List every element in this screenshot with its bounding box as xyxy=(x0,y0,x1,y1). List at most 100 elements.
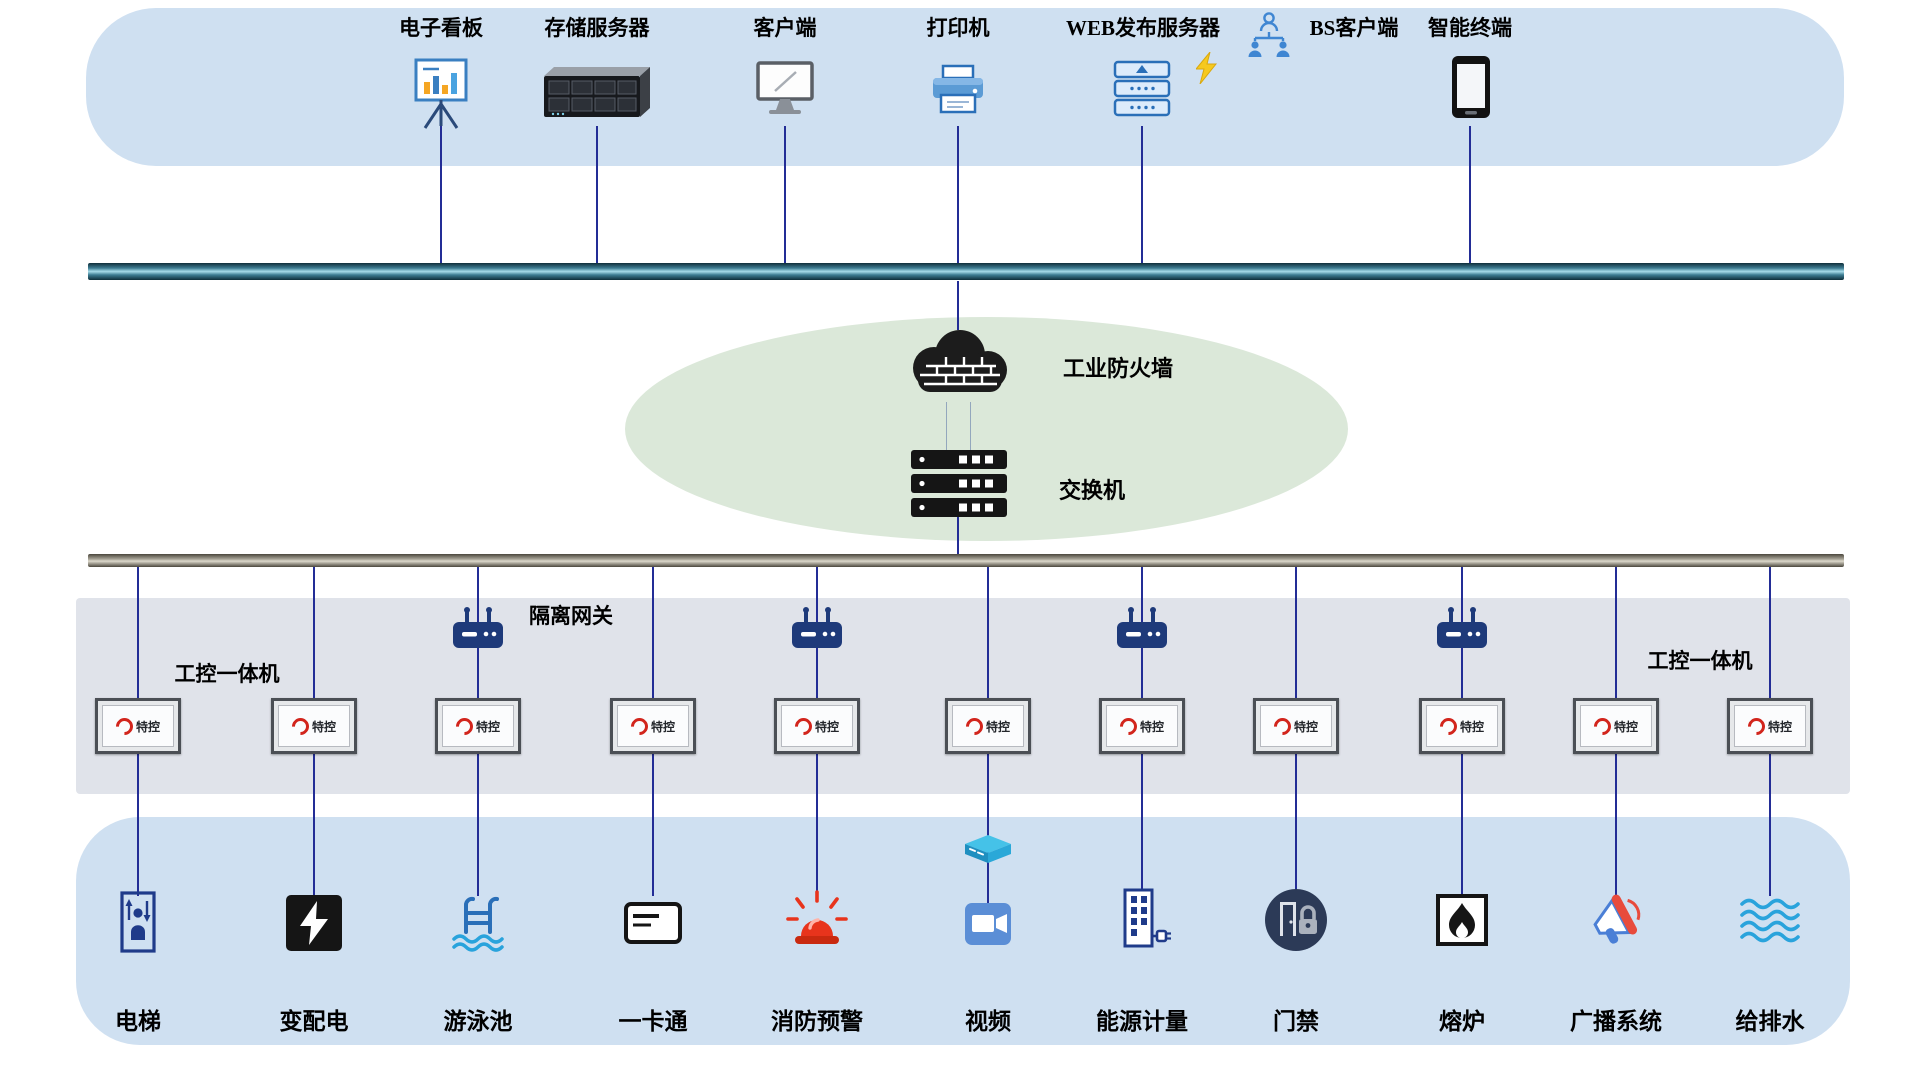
ipc-monitor: 特控 xyxy=(1253,698,1339,754)
ipc-monitor: 特控 xyxy=(1099,698,1185,754)
connector-line xyxy=(1295,567,1297,698)
techcon-logo-icon xyxy=(962,713,987,739)
control-layer-band xyxy=(76,598,1850,794)
fire-alarm-icon xyxy=(786,890,848,944)
techcon-logo-icon xyxy=(1744,713,1769,739)
network-switch-icon xyxy=(965,835,1011,863)
ipc-monitor: 特控 xyxy=(435,698,521,754)
techcon-logo-icon xyxy=(1270,713,1295,739)
techcon-logo-text: 特控 xyxy=(1767,719,1792,734)
techcon-logo-text: 特控 xyxy=(1459,719,1484,734)
system-label-pool: 游泳池 xyxy=(443,1009,513,1034)
device-label-printer: 打印机 xyxy=(926,16,990,40)
device-label-web-server: WEB发布服务器 xyxy=(1065,16,1221,40)
ipc-monitor: 特控 xyxy=(945,698,1031,754)
connector-line xyxy=(987,567,989,698)
isolation-gateway-icon xyxy=(1437,607,1487,648)
connector-line xyxy=(137,754,139,896)
techcon-logo-icon xyxy=(112,713,137,739)
connector-line xyxy=(1469,126,1471,265)
water-waves-icon xyxy=(1740,898,1800,943)
techcon-logo-text: 特控 xyxy=(475,719,500,734)
ipc-monitor: 特控 xyxy=(1727,698,1813,754)
connector-line xyxy=(1769,567,1771,698)
isolation-gateway-icon xyxy=(792,607,842,648)
connector-line xyxy=(957,126,959,265)
tablet-icon xyxy=(1452,56,1490,118)
elevator-icon xyxy=(120,891,156,953)
techcon-logo-icon xyxy=(1590,713,1615,739)
client-monitor-icon xyxy=(756,61,814,114)
connector-line xyxy=(816,754,818,896)
ipc-screen: 特控 xyxy=(1106,705,1178,747)
gateway-label: 隔离网关 xyxy=(529,604,613,628)
video-camera-icon xyxy=(965,903,1011,945)
ipc-screen: 特控 xyxy=(442,705,514,747)
ipc-screen: 特控 xyxy=(1734,705,1806,747)
techcon-logo-icon xyxy=(1116,713,1141,739)
connector-line xyxy=(1141,754,1143,896)
connector-line xyxy=(477,754,479,896)
energy-meter-icon xyxy=(1123,888,1171,948)
firewall-cloud-icon xyxy=(913,330,1007,392)
connector-line xyxy=(313,567,315,698)
system-label-video: 视频 xyxy=(965,1009,1011,1034)
connector-line xyxy=(313,754,315,896)
connector-line xyxy=(987,754,989,906)
ipc-monitor: 特控 xyxy=(95,698,181,754)
connector-line xyxy=(1141,126,1143,265)
isolation-gateway-icon xyxy=(1117,607,1167,648)
techcon-logo-text: 特控 xyxy=(135,719,160,734)
kanban-board-icon xyxy=(414,58,468,129)
device-label-client: 客户端 xyxy=(753,16,817,40)
furnace-icon xyxy=(1436,894,1488,946)
connector-line xyxy=(957,516,959,556)
system-label-card: 一卡通 xyxy=(618,1009,688,1034)
techcon-logo-text: 特控 xyxy=(1139,719,1164,734)
ipc-monitor: 特控 xyxy=(610,698,696,754)
system-label-energy: 能源计量 xyxy=(1096,1009,1188,1034)
system-label-water: 给排水 xyxy=(1735,1009,1805,1034)
techcon-logo-text: 特控 xyxy=(1293,719,1318,734)
connector-line xyxy=(946,402,947,450)
broadcast-icon xyxy=(1593,894,1641,944)
device-label-bs-client: BS客户端 xyxy=(1309,16,1399,40)
system-label-elevator: 电梯 xyxy=(115,1009,161,1034)
ipc-screen: 特控 xyxy=(1260,705,1332,747)
techcon-logo-text: 特控 xyxy=(814,719,839,734)
power-distribution-icon xyxy=(286,895,342,951)
system-label-power: 变配电 xyxy=(279,1009,349,1034)
connector-line xyxy=(1769,754,1771,896)
connector-line xyxy=(137,567,139,698)
connector-line xyxy=(652,567,654,698)
bs-client-icon xyxy=(1248,12,1290,57)
office-network-bus xyxy=(88,263,1844,280)
techcon-logo-icon xyxy=(288,713,313,739)
ipc-screen: 特控 xyxy=(781,705,853,747)
web-server-icon xyxy=(1113,60,1171,117)
firewall-label: 工业防火墙 xyxy=(1062,356,1174,381)
ipc-screen: 特控 xyxy=(102,705,174,747)
ipc-label-right: 工控一体机 xyxy=(1647,649,1753,673)
techcon-logo-text: 特控 xyxy=(311,719,336,734)
ethernet-switch-icon xyxy=(911,450,1007,517)
techcon-logo-icon xyxy=(627,713,652,739)
lightning-icon xyxy=(1196,52,1218,84)
ipc-screen: 特控 xyxy=(278,705,350,747)
connector-line xyxy=(1615,754,1617,896)
swimming-pool-icon xyxy=(452,896,504,952)
ipc-screen: 特控 xyxy=(1426,705,1498,747)
techcon-logo-icon xyxy=(1436,713,1461,739)
ipc-screen: 特控 xyxy=(1580,705,1652,747)
techcon-logo-text: 特控 xyxy=(1613,719,1638,734)
storage-server-icon xyxy=(544,67,650,117)
connector-line xyxy=(440,126,442,265)
ipc-screen: 特控 xyxy=(617,705,689,747)
isolation-gateway-icon xyxy=(453,607,503,648)
connector-line xyxy=(957,281,959,330)
field-systems-panel xyxy=(76,817,1850,1045)
connector-line xyxy=(596,126,598,265)
ipc-monitor: 特控 xyxy=(774,698,860,754)
system-label-fire-alarm: 消防预警 xyxy=(771,1009,863,1034)
